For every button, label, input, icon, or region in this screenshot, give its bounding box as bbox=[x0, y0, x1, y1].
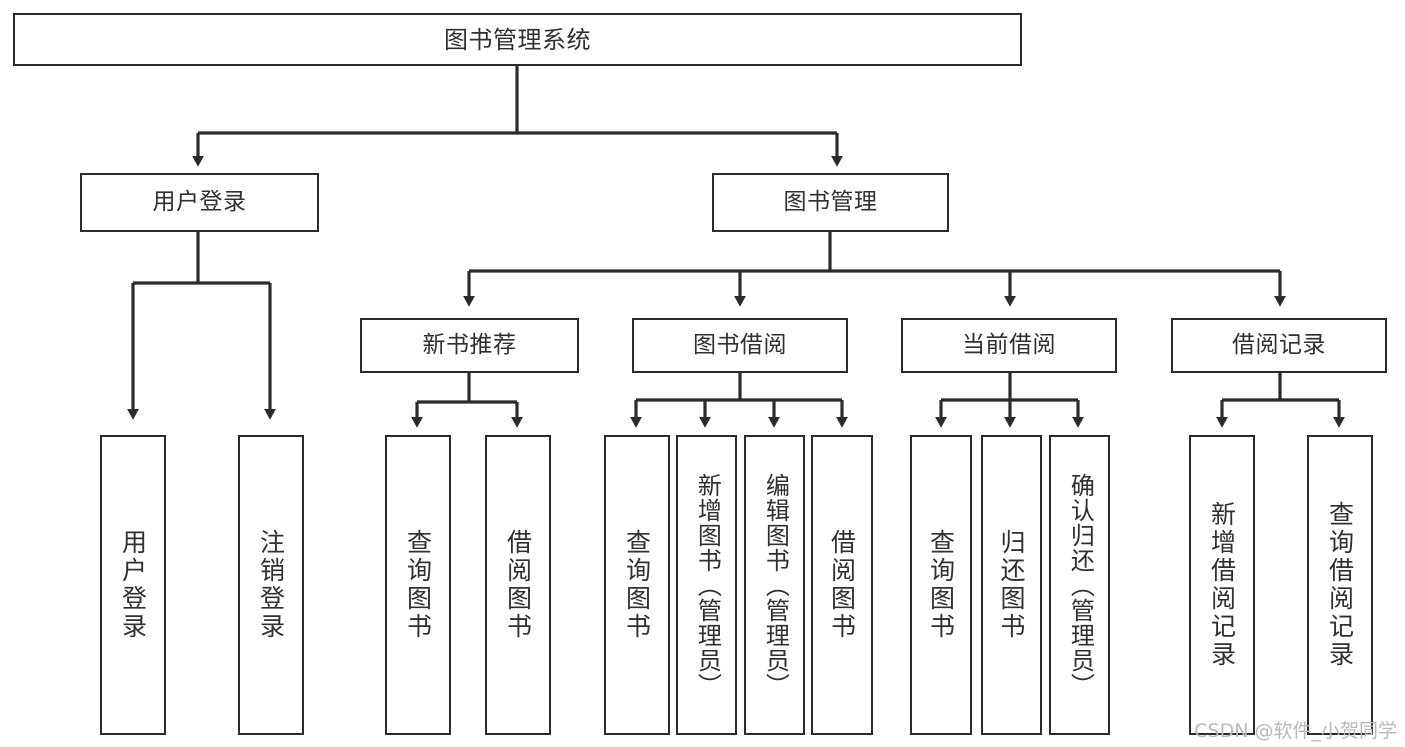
node-current-borrow-label: 当前借阅 bbox=[962, 332, 1056, 358]
node-leaf-logout-label: 注销登录 bbox=[256, 529, 286, 641]
node-new-book-recommend[interactable]: 新书推荐 bbox=[360, 318, 579, 373]
node-leaf-user-login-label: 用户登录 bbox=[118, 529, 148, 641]
node-root-system[interactable]: 图书管理系统 bbox=[13, 13, 1022, 66]
node-leaf-edit-book-admin[interactable]: 编辑图书（管理员） bbox=[744, 435, 805, 735]
node-leaf-add-book-admin[interactable]: 新增图书（管理员） bbox=[676, 435, 737, 735]
node-book-borrow-label: 图书借阅 bbox=[693, 332, 787, 358]
node-leaf-query-book-borrow[interactable]: 查询图书 bbox=[604, 435, 670, 735]
node-leaf-return-book[interactable]: 归还图书 bbox=[981, 435, 1042, 735]
node-book-management[interactable]: 图书管理 bbox=[712, 173, 949, 232]
node-leaf-query-book-borrow-label: 查询图书 bbox=[622, 529, 652, 641]
node-leaf-logout[interactable]: 注销登录 bbox=[238, 435, 304, 735]
node-book-management-label: 图书管理 bbox=[783, 189, 878, 215]
node-user-login-label: 用户登录 bbox=[152, 189, 247, 215]
node-leaf-query-book-recommend-label: 查询图书 bbox=[403, 529, 433, 641]
node-borrow-record-label: 借阅记录 bbox=[1232, 332, 1326, 358]
node-leaf-query-book-current[interactable]: 查询图书 bbox=[910, 435, 972, 735]
node-current-borrow[interactable]: 当前借阅 bbox=[901, 318, 1117, 373]
node-leaf-user-login[interactable]: 用户登录 bbox=[100, 435, 166, 735]
node-leaf-add-borrow-record-label: 新增借阅记录 bbox=[1207, 501, 1237, 669]
node-leaf-borrow-book-label: 借阅图书 bbox=[827, 529, 857, 641]
node-leaf-query-book-current-label: 查询图书 bbox=[926, 529, 956, 641]
node-leaf-add-book-admin-label: 新增图书（管理员） bbox=[693, 472, 722, 698]
node-leaf-query-borrow-record-label: 查询借阅记录 bbox=[1325, 501, 1355, 669]
node-leaf-confirm-return-admin-label: 确认归还（管理员） bbox=[1066, 472, 1095, 698]
node-user-login[interactable]: 用户登录 bbox=[80, 173, 319, 232]
node-leaf-return-book-label: 归还图书 bbox=[997, 529, 1026, 641]
node-leaf-borrow-book[interactable]: 借阅图书 bbox=[811, 435, 873, 735]
node-leaf-query-book-recommend[interactable]: 查询图书 bbox=[385, 435, 451, 735]
node-leaf-borrow-book-recommend[interactable]: 借阅图书 bbox=[485, 435, 551, 735]
node-leaf-edit-book-admin-label: 编辑图书（管理员） bbox=[761, 472, 790, 698]
node-leaf-query-borrow-record[interactable]: 查询借阅记录 bbox=[1307, 435, 1373, 735]
node-leaf-confirm-return-admin[interactable]: 确认归还（管理员） bbox=[1049, 435, 1110, 735]
node-book-borrow[interactable]: 图书借阅 bbox=[632, 318, 848, 373]
node-borrow-record[interactable]: 借阅记录 bbox=[1171, 318, 1387, 373]
node-new-book-recommend-label: 新书推荐 bbox=[422, 332, 517, 358]
node-root-system-label: 图书管理系统 bbox=[444, 25, 591, 54]
csdn-watermark: CSDN @软件_小贺同学 bbox=[1194, 720, 1397, 742]
node-leaf-borrow-book-recommend-label: 借阅图书 bbox=[503, 529, 533, 641]
node-leaf-add-borrow-record[interactable]: 新增借阅记录 bbox=[1189, 435, 1255, 735]
